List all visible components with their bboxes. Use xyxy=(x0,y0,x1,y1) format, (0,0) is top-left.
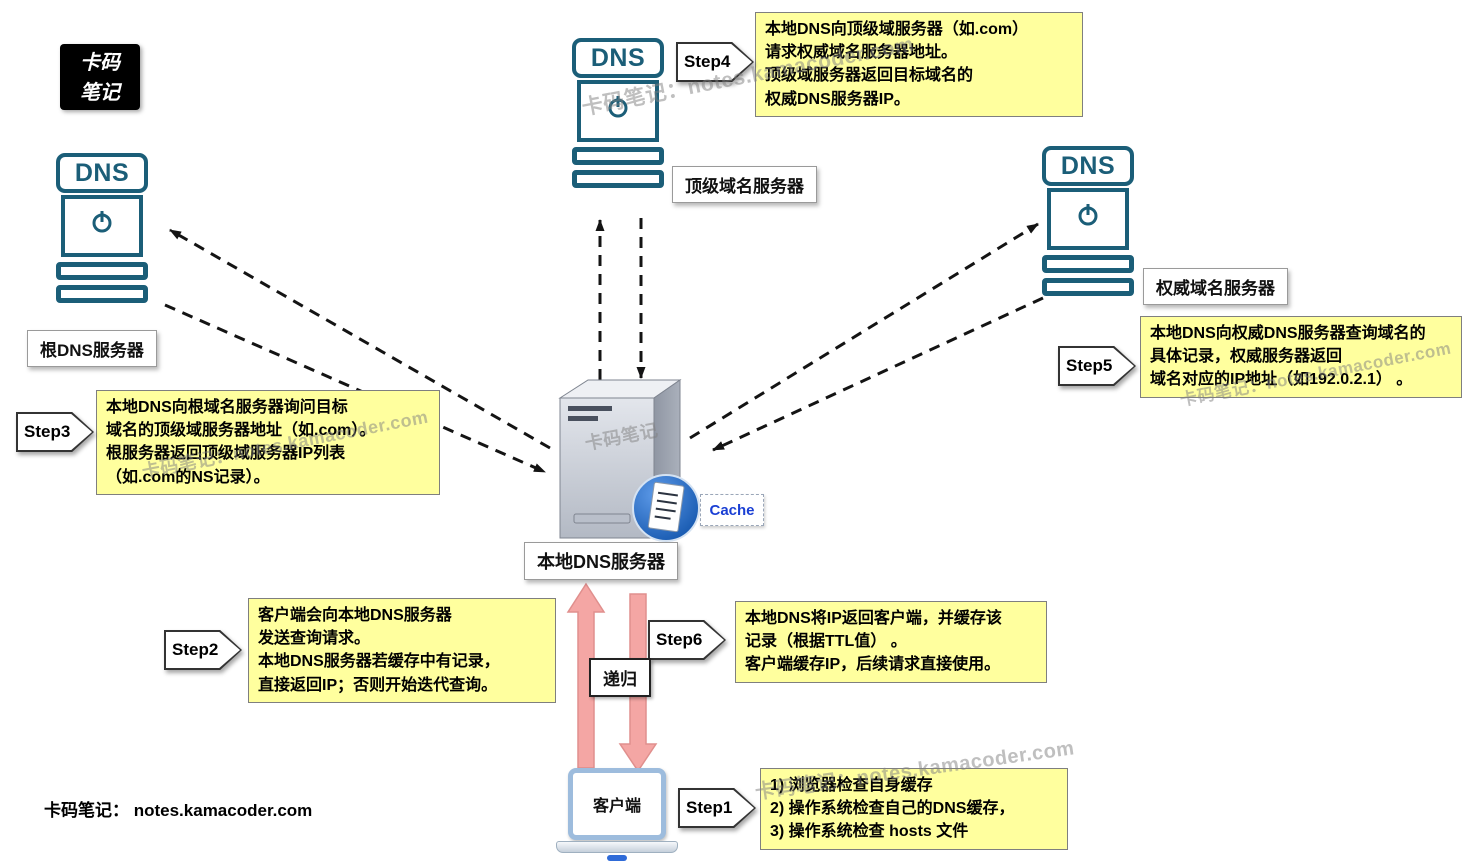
arrow-local-to-root xyxy=(169,228,551,450)
logo-line2: 笔记 xyxy=(80,80,120,104)
local-dns-server-icon xyxy=(558,379,700,542)
server-slab xyxy=(56,262,148,280)
server-slab xyxy=(56,285,148,303)
step1-note: 1) 浏览器检查自身缓存 2) 操作系统检查自己的DNS缓存， 3) 操作系统检… xyxy=(760,768,1068,850)
server-slot xyxy=(573,513,631,524)
tld-dns-server-icon: DNS xyxy=(572,38,664,188)
root-dns-server-icon: DNS xyxy=(56,153,148,303)
step1-label: Step1 xyxy=(680,790,754,826)
step5-chevron: Step5 xyxy=(1058,346,1136,386)
cache-document-icon xyxy=(647,481,685,533)
server-body xyxy=(577,80,659,142)
step4-chevron: Step4 xyxy=(676,42,754,82)
footer-site-text: 卡码笔记： notes.kamacoder.com xyxy=(44,801,313,820)
step4-note: 本地DNS向顶级域服务器（如.com） 请求权威域名服务器地址。 顶级域服务器返… xyxy=(755,12,1083,117)
dns-badge: DNS xyxy=(56,153,148,193)
server-slab xyxy=(1042,255,1134,273)
cache-label: Cache xyxy=(700,494,764,526)
client-label: 客户端 xyxy=(568,768,666,840)
step2-label: Step2 xyxy=(166,632,240,668)
local-dns-server-label: 本地DNS服务器 xyxy=(524,542,679,580)
server-slab xyxy=(1042,278,1134,296)
dns-badge: DNS xyxy=(1042,146,1134,186)
power-icon xyxy=(92,211,112,233)
auth-dns-server-icon: DNS xyxy=(1042,146,1134,296)
server-body xyxy=(1047,188,1129,250)
dns-badge: DNS xyxy=(572,38,664,78)
laptop-logo-dot xyxy=(607,855,627,861)
auth-server-label: 权威域名服务器 xyxy=(1143,268,1288,305)
power-icon xyxy=(608,96,628,118)
step2-chevron: Step2 xyxy=(164,630,242,670)
recursion-label: 递归 xyxy=(589,658,651,697)
server-slab xyxy=(572,147,664,165)
arrow-local-to-auth xyxy=(689,222,1039,440)
step3-note: 本地DNS向根域名服务器询问目标 域名的顶级域服务器地址（如.com）。 根服务… xyxy=(96,390,440,495)
step6-label: Step6 xyxy=(650,622,724,658)
step5-note: 本地DNS向权威DNS服务器查询域名的 具体记录，权威服务器返回 域名对应的IP… xyxy=(1140,316,1462,398)
step3-chevron: Step3 xyxy=(16,412,94,452)
server-body xyxy=(61,195,143,257)
arrow-auth-to-local xyxy=(712,296,1044,452)
step2-note: 客户端会向本地DNS服务器 发送查询请求。 本地DNS服务器若缓存中有记录， 直… xyxy=(248,598,556,703)
server-slab xyxy=(572,170,664,188)
tld-server-label: 顶级域名服务器 xyxy=(672,166,817,203)
arrow-root-to-local xyxy=(164,303,546,474)
root-server-label: 根DNS服务器 xyxy=(27,330,157,367)
step4-label: Step4 xyxy=(678,44,752,80)
step3-label: Step3 xyxy=(18,414,92,450)
kamacoder-logo: 卡码 笔记 xyxy=(60,44,140,110)
step6-note: 本地DNS将IP返回客户端，并缓存该 记录（根据TTL值） 。 客户端缓存IP，… xyxy=(735,601,1047,683)
step6-chevron: Step6 xyxy=(648,620,726,660)
step1-chevron: Step1 xyxy=(678,788,756,828)
client-laptop-icon: 客户端 xyxy=(556,768,678,861)
server-detail-line xyxy=(568,406,612,411)
power-icon xyxy=(1078,204,1098,226)
step5-label: Step5 xyxy=(1060,348,1134,384)
server-detail-line xyxy=(568,416,598,421)
laptop-base xyxy=(556,841,678,853)
logo-line1: 卡码 xyxy=(80,50,120,74)
